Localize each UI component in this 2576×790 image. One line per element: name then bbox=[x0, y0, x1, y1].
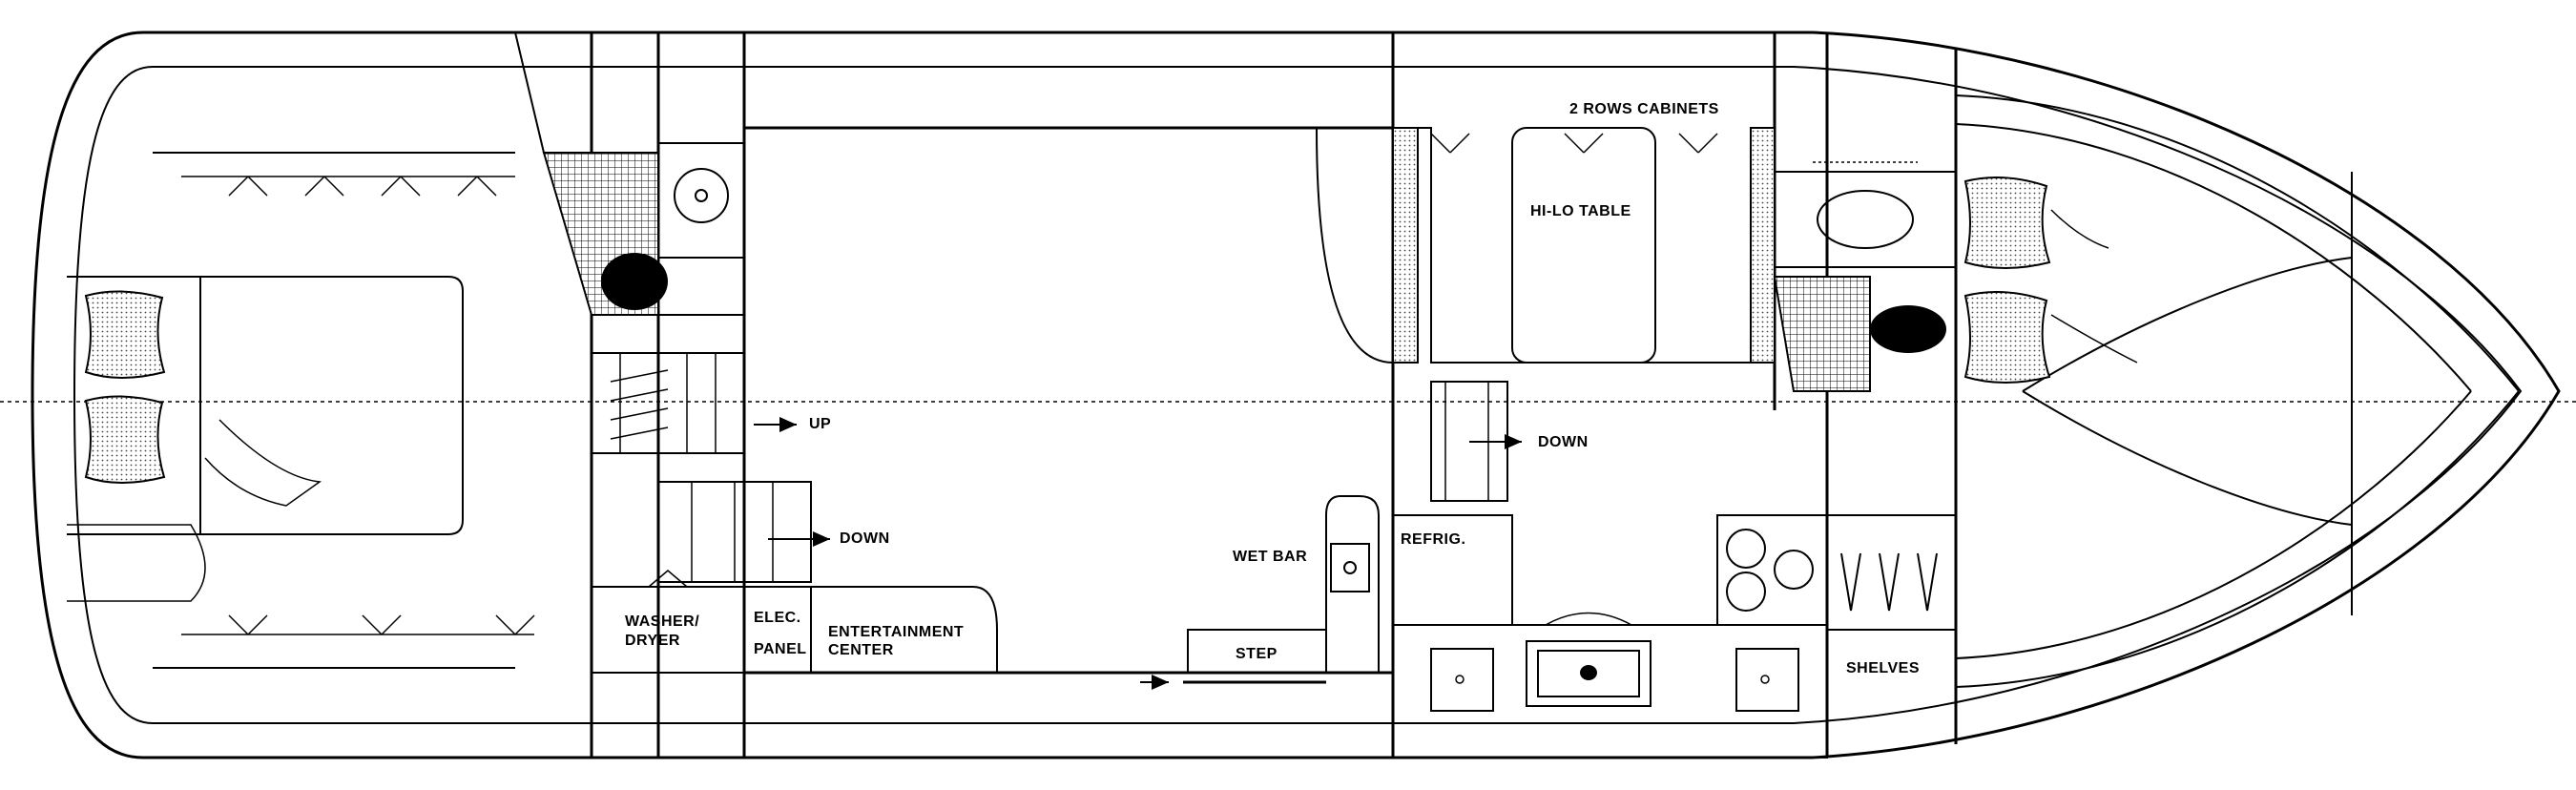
utility-block bbox=[591, 570, 998, 674]
label-entertainment-line2: CENTER bbox=[828, 642, 894, 658]
pillow-bottom bbox=[84, 395, 166, 484]
label-cabinets: 2 ROWS CABINETS bbox=[1569, 101, 1719, 117]
aft-head bbox=[513, 31, 745, 316]
label-down-aft: DOWN bbox=[840, 530, 890, 547]
label-refrig: REFRIG. bbox=[1401, 531, 1465, 548]
aft-stateroom bbox=[67, 152, 535, 669]
shelves bbox=[1826, 514, 1957, 631]
forward-stateroom bbox=[1955, 94, 2520, 688]
forward-head bbox=[1773, 161, 1957, 392]
label-step: STEP bbox=[1236, 646, 1278, 662]
label-washer-line1: WASHER/ bbox=[625, 613, 699, 630]
pillow-top bbox=[84, 290, 166, 379]
label-shelves: SHELVES bbox=[1846, 660, 1920, 676]
berth bbox=[67, 276, 464, 602]
hull-outline bbox=[0, 31, 2576, 759]
aft-stairs bbox=[591, 352, 830, 583]
label-elec-line2: PANEL bbox=[754, 641, 807, 657]
labels: UP DOWN DOWN WASHER/ DRYER ELEC. PANEL E… bbox=[625, 101, 1920, 676]
galley bbox=[1392, 514, 1828, 759]
label-entertainment-line1: ENTERTAINMENT bbox=[828, 624, 964, 640]
label-down-forward: DOWN bbox=[1538, 434, 1589, 450]
label-washer-line2: DRYER bbox=[625, 633, 680, 649]
label-elec-line1: ELEC. bbox=[754, 610, 801, 626]
hanging-lockers-top bbox=[181, 176, 515, 197]
forward-stairs bbox=[1430, 381, 1522, 502]
label-hi-lo-table: HI-LO TABLE bbox=[1530, 203, 1631, 219]
dinette bbox=[1316, 127, 1776, 364]
hanging-lockers-bottom bbox=[181, 614, 535, 635]
label-up: UP bbox=[809, 416, 831, 432]
label-wet-bar: WET BAR bbox=[1233, 549, 1307, 565]
salon bbox=[1140, 495, 1380, 690]
